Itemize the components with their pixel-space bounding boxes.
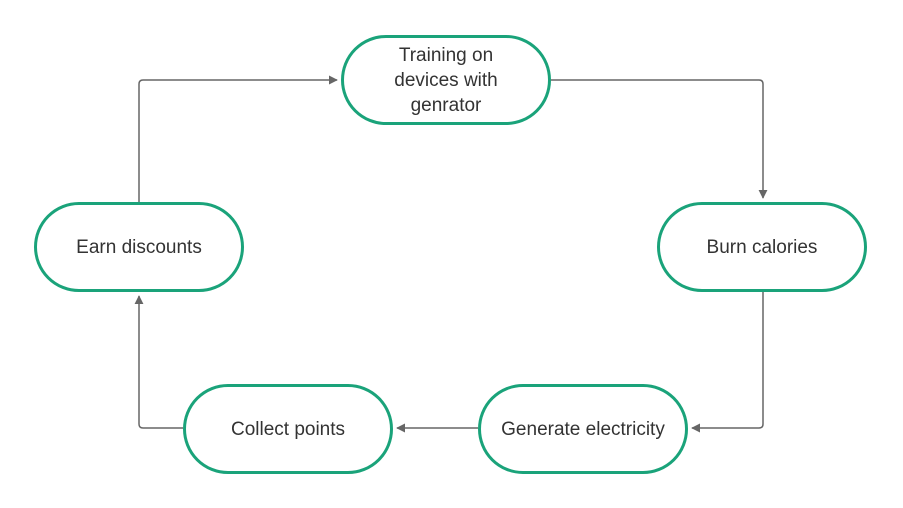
- node-burn-calories-label: Burn calories: [706, 236, 818, 258]
- node-collect-points[interactable]: Collect points: [183, 384, 393, 474]
- node-generate-electricity-label: Generate electricity: [501, 418, 665, 440]
- node-generate-electricity[interactable]: Generate electricity: [478, 384, 688, 474]
- connector-collect-to-earn: [134, 295, 183, 429]
- connector-training-to-burn: [551, 79, 768, 199]
- node-training[interactable]: Training on devices with genrator: [341, 35, 551, 125]
- node-earn-discounts-label: Earn discounts: [76, 236, 202, 258]
- node-earn-discounts[interactable]: Earn discounts: [34, 202, 244, 292]
- connector-earn-to-training: [138, 75, 338, 202]
- node-training-label: Training on devices with genrator: [394, 44, 498, 116]
- connector-burn-to-generate: [691, 292, 764, 433]
- node-burn-calories[interactable]: Burn calories: [657, 202, 867, 292]
- node-collect-points-label: Collect points: [230, 418, 346, 440]
